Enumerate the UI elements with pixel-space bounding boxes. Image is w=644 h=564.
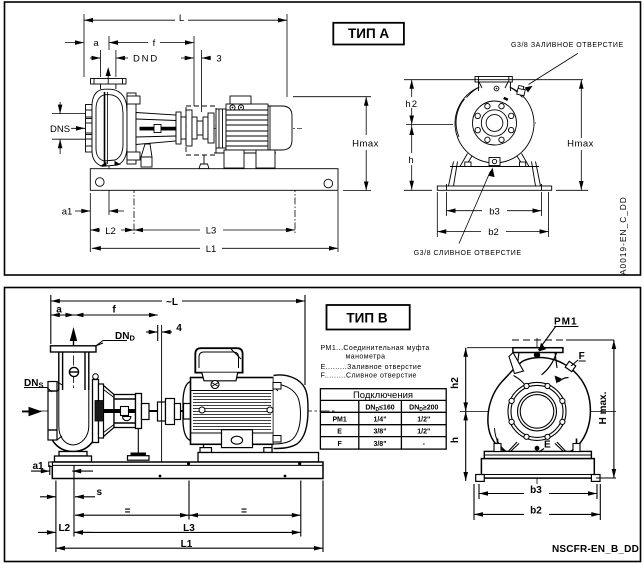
svg-text:=: =	[125, 506, 131, 517]
svg-text:DND≥200: DND≥200	[409, 405, 438, 414]
svg-text:Е: Е	[337, 429, 342, 436]
svg-text:s: s	[97, 487, 103, 498]
svg-text:NSCFR-EN_B_DD: NSCFR-EN_B_DD	[552, 544, 639, 555]
svg-text:F: F	[337, 441, 342, 448]
svg-text:3/8": 3/8"	[373, 441, 386, 448]
svg-text:DNS: DNS	[50, 124, 70, 135]
svg-text:F.........Сливное отверстие: F.........Сливное отверстие	[321, 373, 417, 380]
svg-text:a: a	[56, 305, 62, 316]
svg-text:DND: DND	[133, 54, 159, 65]
svg-text:A0019-EN_C_DD: A0019-EN_C_DD	[619, 196, 628, 275]
svg-text:H max.: H max.	[598, 391, 609, 424]
svg-text:a1: a1	[62, 207, 73, 218]
svg-text:b2: b2	[530, 506, 542, 517]
svg-text:G3/8 СЛИВНОЕ ОТВЕРСТИЕ: G3/8 СЛИВНОЕ ОТВЕРСТИЕ	[414, 250, 522, 257]
svg-text:РМ1: РМ1	[332, 417, 346, 424]
svg-text:DND≤160: DND≤160	[365, 405, 394, 414]
svg-text:L2: L2	[105, 226, 116, 237]
svg-text:1/4": 1/4"	[373, 417, 386, 424]
svg-text:Е.........Заливное отверстие: Е.........Заливное отверстие	[321, 364, 422, 371]
svg-text:РМ1...Соединительная муфта: РМ1...Соединительная муфта	[321, 345, 430, 352]
svg-text:~L: ~L	[166, 297, 178, 308]
svg-text:a: a	[93, 38, 99, 49]
svg-text:h: h	[408, 155, 413, 166]
svg-text:L3: L3	[206, 225, 217, 236]
svg-text:=: =	[241, 506, 247, 517]
svg-text:Подключения: Подключения	[353, 390, 413, 401]
svg-text:a1: a1	[32, 461, 44, 472]
svg-text:b3: b3	[489, 206, 500, 217]
svg-text:4: 4	[176, 323, 182, 334]
svg-text:b3: b3	[530, 485, 542, 496]
svg-text:3: 3	[216, 54, 221, 65]
svg-text:ТИП В: ТИП В	[346, 311, 387, 326]
svg-text:манометра: манометра	[346, 354, 386, 361]
svg-text:L1: L1	[206, 244, 217, 255]
svg-text:f: f	[153, 38, 156, 49]
svg-text:DND: DND	[115, 331, 135, 343]
svg-text:L3: L3	[183, 523, 195, 534]
svg-text:b2: b2	[488, 227, 499, 238]
svg-text:h: h	[450, 437, 461, 443]
svg-text:-: -	[423, 441, 426, 448]
svg-text:3/8": 3/8"	[373, 429, 386, 436]
svg-text:PM1: PM1	[554, 317, 578, 328]
svg-text:ТИП А: ТИП А	[348, 26, 389, 41]
svg-text:1/2": 1/2"	[417, 429, 430, 436]
svg-text:G3/8 ЗАЛИВНОЕ ОТВЕРСТИЕ: G3/8 ЗАЛИВНОЕ ОТВЕРСТИЕ	[511, 42, 624, 49]
svg-text:E: E	[544, 440, 551, 451]
svg-text:L1: L1	[181, 539, 193, 550]
svg-text:F: F	[579, 351, 585, 362]
svg-text:Hmax: Hmax	[352, 139, 379, 150]
svg-text:L: L	[179, 13, 184, 24]
svg-text:L2: L2	[58, 523, 70, 534]
svg-text:f: f	[112, 305, 116, 316]
svg-text:1/2": 1/2"	[417, 417, 430, 424]
svg-text:DNS: DNS	[24, 378, 43, 390]
svg-text:Hmax: Hmax	[567, 139, 594, 150]
svg-text:h2: h2	[450, 377, 461, 389]
svg-text:h2: h2	[405, 99, 418, 110]
